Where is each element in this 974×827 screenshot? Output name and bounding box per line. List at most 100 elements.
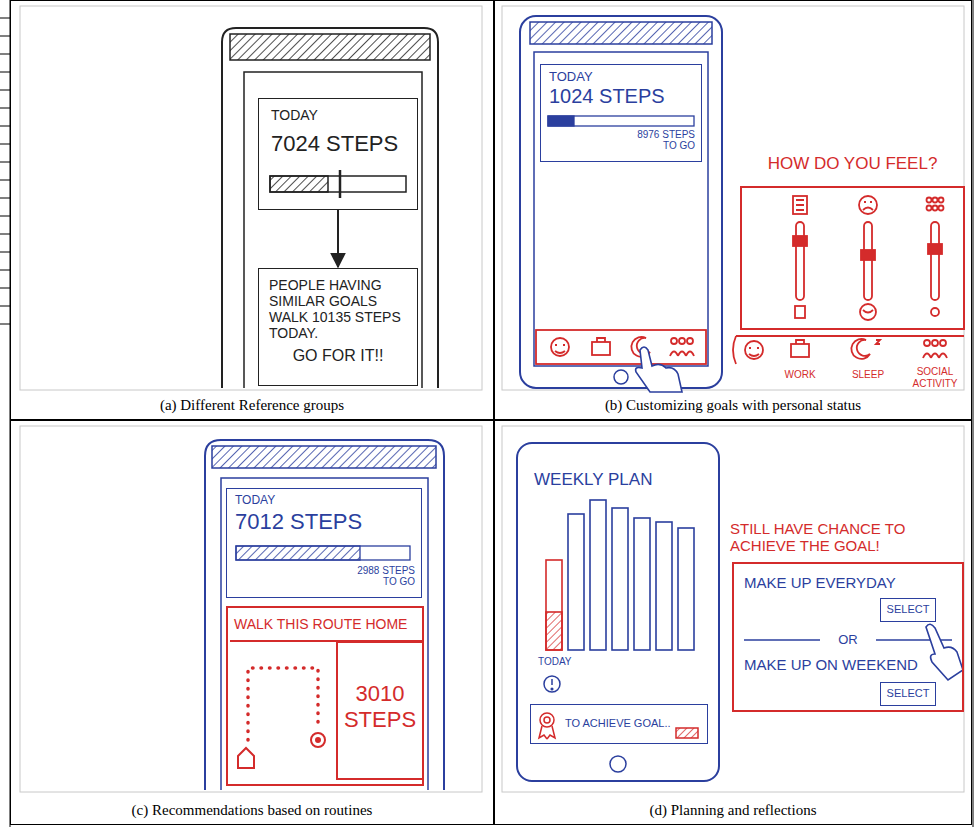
feeling-popup: HOW DO YOU FEEL? xyxy=(740,186,965,330)
route-step-count: 3010 STEPS xyxy=(338,643,422,733)
table-edge xyxy=(0,144,10,145)
icon-row xyxy=(796,340,804,344)
phone-sketch xyxy=(530,22,712,44)
plan-heading: WEEKLY PLAN xyxy=(534,470,652,490)
step-card: TODAY1024 STEPS8976 STEPS TO GO xyxy=(540,64,702,162)
icon-row xyxy=(749,348,759,356)
day-label: TODAY xyxy=(538,656,572,667)
select-button: SELECT xyxy=(880,682,936,706)
weekly-bars xyxy=(546,560,562,650)
phone-sketch xyxy=(222,28,438,388)
option-text: MAKE UP ON WEEKEND xyxy=(744,656,918,673)
tab-bar xyxy=(597,338,605,342)
table-edge xyxy=(0,198,10,199)
route-map xyxy=(238,748,254,768)
table-edge xyxy=(0,162,10,163)
table-edge xyxy=(0,288,10,289)
feeling-sliders xyxy=(928,244,942,254)
pointing-hand xyxy=(926,624,963,680)
pointing-hand xyxy=(636,347,682,392)
icon-row xyxy=(733,336,964,364)
pointing-hand xyxy=(636,347,682,392)
table-edge xyxy=(0,36,10,37)
icon-row xyxy=(940,340,946,346)
step-count: 7012 STEPS xyxy=(235,509,362,535)
table-edge xyxy=(0,216,10,217)
phone-sketch xyxy=(221,478,428,790)
feeling-sliders xyxy=(927,206,932,211)
table-edge xyxy=(0,18,10,19)
phone-sketch xyxy=(222,28,438,388)
table-edge xyxy=(0,252,10,253)
progress-bar xyxy=(270,170,406,198)
or-divider xyxy=(744,639,820,641)
progress-bar xyxy=(270,176,328,192)
weekly-bars xyxy=(568,514,584,650)
feeling-sliders xyxy=(860,304,876,320)
panel-caption: (a) Different Reference groups xyxy=(11,397,493,414)
figure-panel: (c) Recommendations based on routines TOD… xyxy=(10,420,494,825)
route-heading: WALK THIS ROUTE HOME xyxy=(228,608,422,632)
icon-row xyxy=(924,340,930,346)
warning-icon xyxy=(551,679,553,685)
award-icon xyxy=(540,713,554,727)
tab-bar xyxy=(670,352,694,357)
warning-icon xyxy=(544,676,560,692)
table-edge xyxy=(0,72,10,73)
option-text: MAKE UP EVERYDAY xyxy=(744,574,896,591)
photo-frame xyxy=(20,6,482,390)
select-button: SELECT xyxy=(880,598,936,622)
icon-row xyxy=(923,354,947,359)
icon-row xyxy=(932,340,938,346)
goal-bar: TO ACHIEVE GOAL.. xyxy=(530,704,708,744)
feeling-sliders xyxy=(796,222,804,300)
phone-sketch xyxy=(614,370,628,384)
plan-popup: STILL HAVE CHANCE TO ACHIEVE THE GOAL!MA… xyxy=(732,562,964,712)
popup-heading: HOW DO YOU FEEL? xyxy=(742,154,963,174)
step-count: 1024 STEPS xyxy=(549,85,665,108)
figure-panel: (a) Different Reference groupsTODAY7024 … xyxy=(10,0,494,420)
feeling-sliders xyxy=(939,206,944,211)
tab-bar xyxy=(671,338,677,344)
phone-sketch xyxy=(520,16,722,388)
photo-frame xyxy=(502,6,964,390)
table-edge xyxy=(0,234,10,235)
table-edge xyxy=(0,270,10,271)
encouragement-text: GO FOR IT!! xyxy=(267,347,409,365)
home-button xyxy=(610,756,626,772)
step-card: TODAY7012 STEPS2988 STEPS TO GO xyxy=(226,488,422,598)
figure-panel: (b) Customizing goals with personal stat… xyxy=(494,0,972,420)
button-text: SELECT xyxy=(881,599,935,615)
award-icon xyxy=(676,728,698,738)
photo-frame xyxy=(502,426,964,792)
panel-caption: (c) Recommendations based on routines xyxy=(11,802,493,819)
weekly-bars xyxy=(656,522,672,650)
warning-icon xyxy=(551,688,553,690)
icon-label: SLEEP xyxy=(848,369,888,381)
feeling-sliders xyxy=(863,202,873,210)
progress-bar xyxy=(548,116,694,126)
feeling-sliders xyxy=(933,198,938,203)
tablet-screen: WEEKLY PLAN TODAY TO ACHIEVE GOAL.. xyxy=(516,442,720,782)
icon-row xyxy=(791,344,809,357)
progress-bar xyxy=(548,116,694,126)
tab-bar xyxy=(679,338,685,344)
feeling-sliders xyxy=(861,250,875,260)
progress-bar xyxy=(236,546,410,560)
pointing-hand xyxy=(926,624,963,680)
feeling-sliders xyxy=(793,236,807,246)
figure-panel: (d) Planning and reflectionsWEEKLY PLANT… xyxy=(494,420,972,825)
table-edge xyxy=(0,108,10,109)
goal-text: TO ACHIEVE GOAL.. xyxy=(565,717,671,729)
phone-sketch xyxy=(205,440,444,790)
icon-row xyxy=(745,341,763,359)
feeling-sliders xyxy=(931,308,939,316)
comparison-text: PEOPLE HAVING SIMILAR GOALS WALK 10135 S… xyxy=(269,277,409,341)
progress-bar xyxy=(339,170,342,198)
feeling-sliders xyxy=(859,196,877,214)
comparison-card: PEOPLE HAVING SIMILAR GOALS WALK 10135 S… xyxy=(258,268,418,386)
route-steps-box: 3010 STEPS xyxy=(336,641,424,780)
